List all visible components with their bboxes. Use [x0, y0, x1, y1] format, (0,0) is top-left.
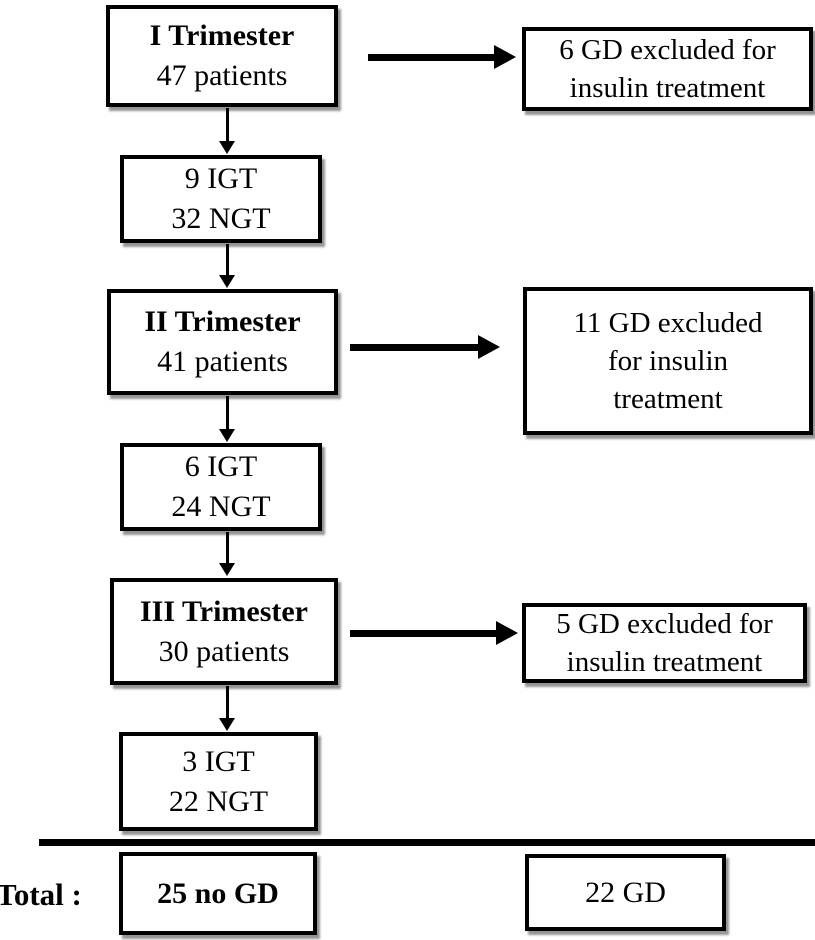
excluded-3-line-2: insulin treatment — [566, 646, 763, 678]
total-no-gd-text: 25 no GD — [157, 876, 279, 910]
arrow-line — [225, 108, 229, 141]
result-2-box: 6 IGT 24 NGT — [120, 443, 322, 531]
trimester-3-title: III Trimester — [139, 594, 309, 628]
result-3-igt: 3 IGT — [182, 744, 255, 778]
excluded-1-line-1: 6 GD excluded for — [559, 33, 776, 66]
result-2-igt: 6 IGT — [184, 450, 258, 484]
arrow-line — [225, 686, 229, 718]
excluded-2-line-3: treatment — [613, 383, 723, 416]
arrow-head-icon — [219, 718, 235, 731]
excluded-2-box: 11 GD excluded for insulin treatment — [523, 287, 813, 435]
arrow-head-icon — [219, 141, 235, 154]
total-gd-box: 22 GD — [525, 854, 726, 931]
total-divider-line — [39, 839, 815, 846]
excluded-1-box: 6 GD excluded for insulin treatment — [522, 27, 813, 111]
trimester-2-title: II Trimester — [144, 305, 301, 339]
result-3-box: 3 IGT 22 NGT — [119, 732, 318, 831]
result-1-igt: 9 IGT — [184, 162, 258, 196]
arrow-line — [225, 396, 229, 429]
excluded-1-line-2: insulin treatment — [569, 72, 766, 104]
excluded-2-line-2: for insulin — [607, 344, 729, 377]
total-gd-text: 22 GD — [585, 875, 666, 909]
total-label: Total : — [0, 877, 82, 912]
result-1-box: 9 IGT 32 NGT — [120, 155, 322, 243]
excluded-3-box: 5 GD excluded for insulin treatment — [522, 603, 807, 683]
trimester-1-title: I Trimester — [149, 19, 295, 53]
arrow-line — [350, 343, 478, 351]
trimester-3-count: 30 patients — [158, 634, 290, 668]
result-1-ngt: 32 NGT — [171, 202, 271, 235]
arrow-head-icon — [219, 563, 235, 576]
right-arrow-1 — [368, 43, 516, 71]
trimester-1-count: 47 patients — [156, 59, 288, 92]
arrow-line — [225, 532, 229, 563]
arrow-line — [225, 244, 229, 275]
down-arrow-1 — [218, 108, 236, 154]
trimester-2-count: 41 patients — [157, 345, 288, 378]
arrow-head-icon — [494, 45, 516, 69]
down-arrow-2 — [218, 244, 236, 288]
trimester-3-box: III Trimester 30 patients — [110, 578, 338, 685]
arrow-line — [368, 53, 494, 61]
down-arrow-5 — [218, 686, 236, 731]
arrow-line — [350, 629, 496, 637]
right-arrow-2 — [350, 333, 500, 361]
right-arrow-3 — [350, 619, 518, 647]
trimester-2-box: II Trimester 41 patients — [107, 289, 338, 395]
down-arrow-3 — [218, 396, 236, 442]
arrow-head-icon — [478, 335, 500, 359]
result-2-ngt: 24 NGT — [171, 490, 271, 523]
arrow-head-icon — [219, 429, 235, 442]
trimester-1-box: I Trimester 47 patients — [106, 5, 338, 107]
down-arrow-4 — [218, 532, 236, 576]
result-3-ngt: 22 NGT — [168, 784, 269, 818]
excluded-3-line-1: 5 GD excluded for — [556, 607, 773, 640]
total-no-gd-box: 25 no GD — [119, 852, 317, 935]
arrow-head-icon — [219, 275, 235, 288]
arrow-head-icon — [496, 621, 518, 645]
excluded-2-line-1: 11 GD excluded — [573, 306, 763, 339]
